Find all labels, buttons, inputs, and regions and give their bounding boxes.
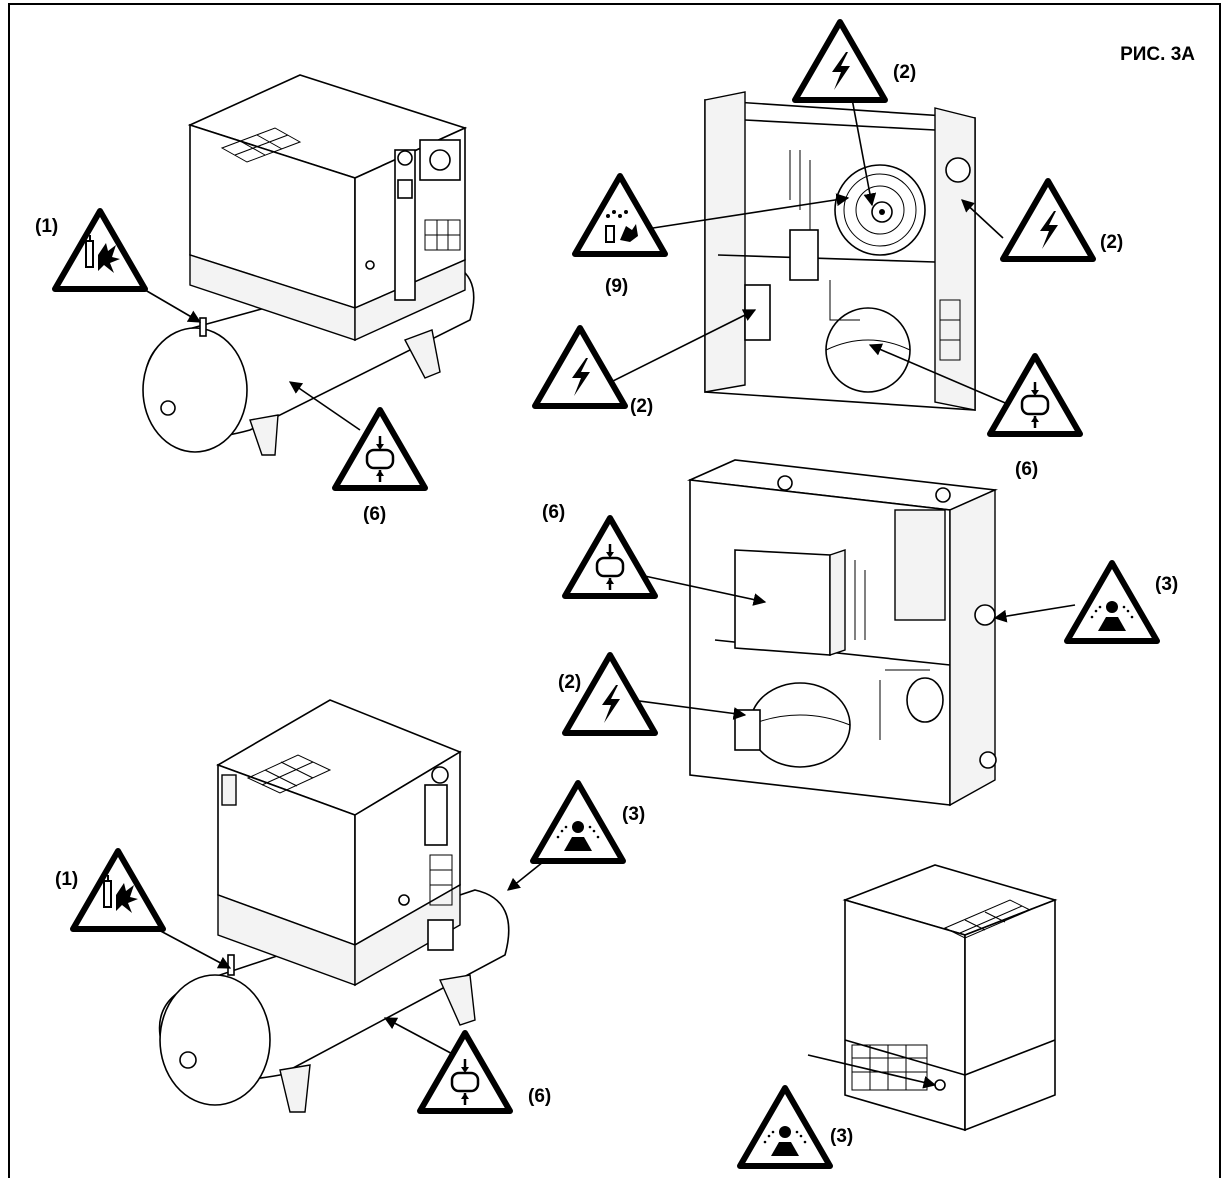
callout-label: (2) (558, 672, 581, 693)
electric-hazard-icon (1003, 181, 1093, 259)
callout-label: (6) (542, 502, 565, 523)
callout-label: (3) (830, 1126, 853, 1147)
explosion-hazard-icon (55, 211, 145, 289)
explosion-hazard-icon (73, 851, 163, 929)
figure-frame (8, 3, 1221, 1178)
callout-label: (3) (1155, 574, 1178, 595)
callout-label: (2) (630, 396, 653, 417)
callout-label: (6) (1015, 459, 1038, 480)
callout-label: (1) (55, 869, 78, 890)
air-ejection-hazard-icon (533, 783, 623, 861)
callout-label: (6) (363, 504, 386, 525)
pressure-vessel-icon (565, 518, 655, 596)
dryer-open-rear-view (686, 459, 999, 807)
callout-label: (6) (528, 1086, 551, 1107)
figure-title: РИС. 3А (1120, 44, 1195, 65)
dryer-closed-unit (842, 864, 1058, 1132)
callout-label: (9) (605, 276, 628, 297)
air-ejection-hazard-icon (740, 1088, 830, 1166)
callout-label: (1) (35, 216, 58, 237)
electric-hazard-icon (795, 22, 885, 100)
compressor-tank-unit-top (142, 74, 475, 456)
refrigerant-hazard-icon (575, 176, 665, 254)
electric-hazard-icon (565, 655, 655, 733)
callout-label: (2) (1100, 232, 1123, 253)
pressure-vessel-icon (990, 356, 1080, 434)
dryer-open-front-view (704, 91, 976, 411)
air-ejection-hazard-icon (1067, 563, 1157, 641)
callout-label: (2) (893, 62, 916, 83)
callout-label: (3) (622, 804, 645, 825)
electric-hazard-icon (535, 328, 625, 406)
compressor-tank-unit-bottom (158, 699, 510, 1113)
